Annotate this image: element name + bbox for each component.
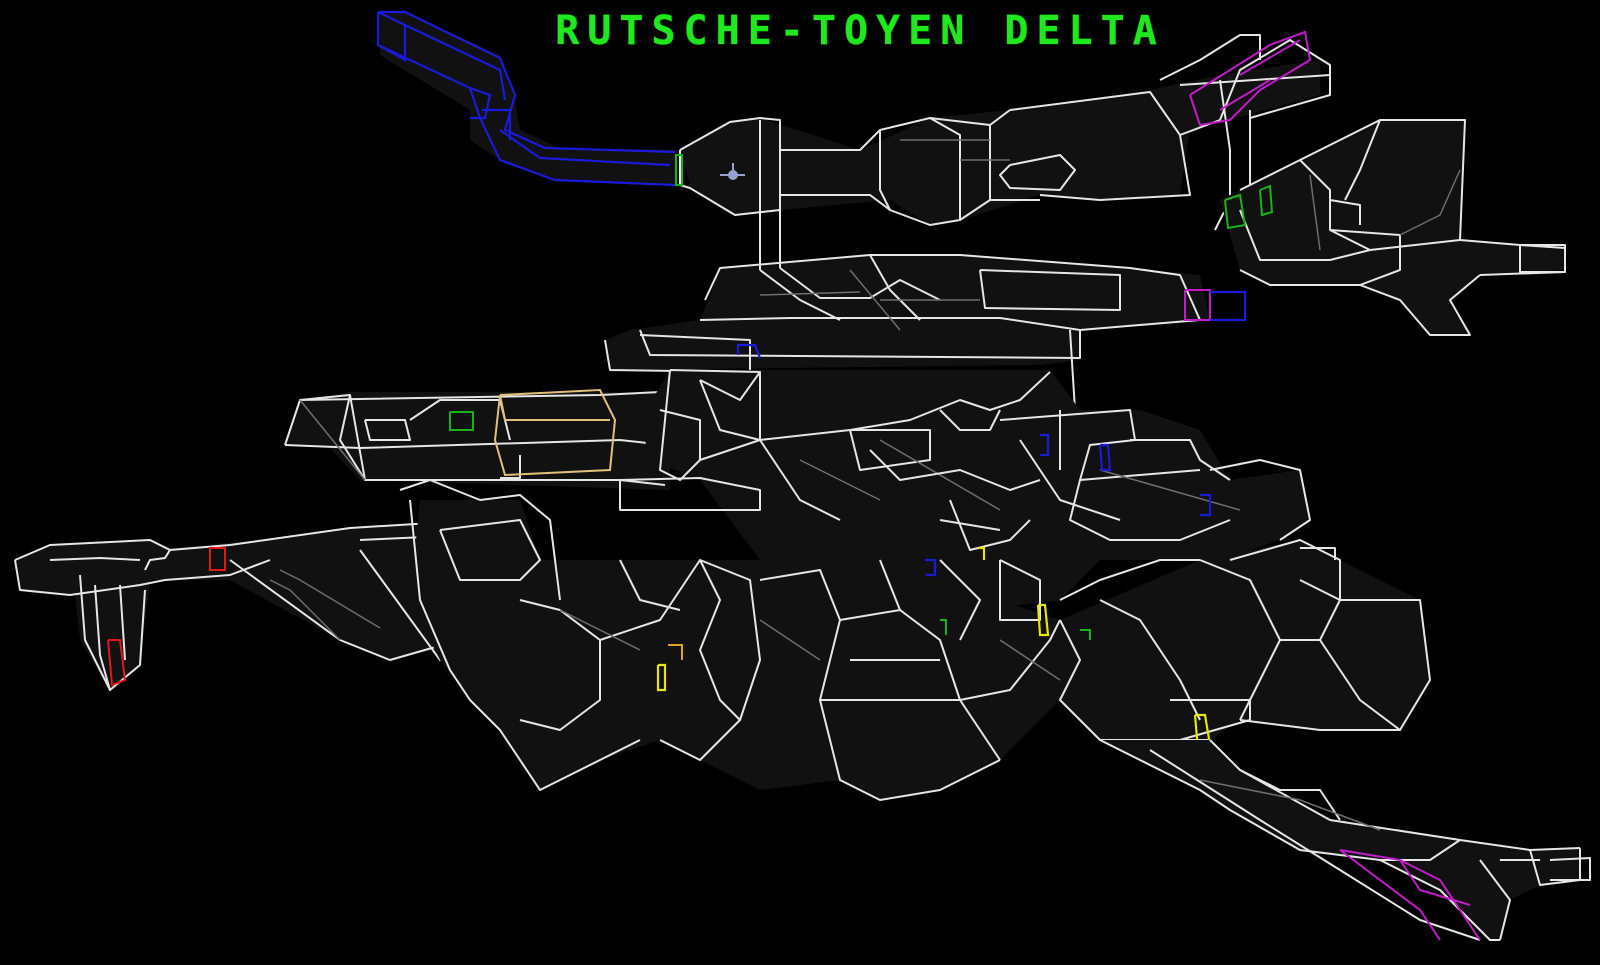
green-portal — [1080, 629, 1091, 640]
west-spur — [14, 519, 521, 691]
red-portal — [107, 639, 127, 687]
blue-entry-chute — [376, 10, 680, 187]
upper-corridor — [679, 34, 1331, 231]
blue-portal — [1210, 290, 1247, 322]
lower-caverns — [399, 479, 1431, 801]
green-portal — [675, 154, 683, 186]
southeast-tail — [1099, 739, 1591, 941]
green-portal — [1224, 184, 1274, 230]
player-start-icon — [720, 163, 745, 180]
blue-portal — [736, 343, 762, 359]
east-wing — [1220, 119, 1566, 336]
orange-portal — [668, 644, 683, 660]
west-arm — [284, 391, 670, 490]
tan-portal — [493, 388, 617, 477]
magenta-portal — [1339, 849, 1481, 941]
red-portal — [209, 547, 226, 571]
magenta-portal — [1189, 30, 1312, 127]
green-portal — [940, 619, 947, 635]
central-hub — [619, 369, 1311, 610]
upper-platform — [604, 120, 1210, 411]
green-portal — [449, 411, 474, 431]
